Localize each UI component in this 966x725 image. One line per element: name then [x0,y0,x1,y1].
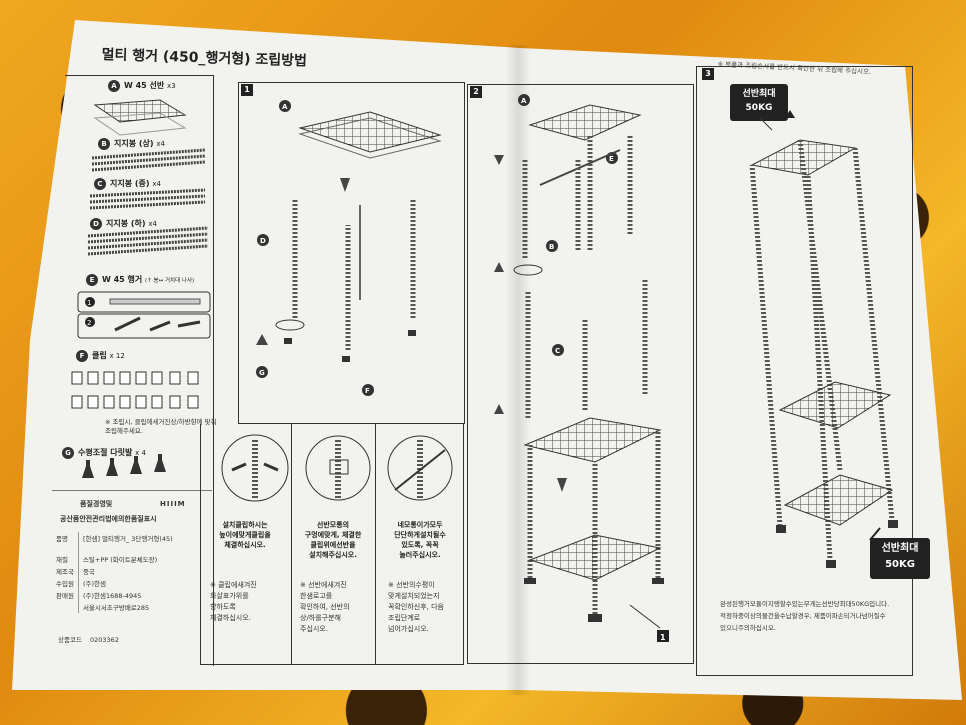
spec-value: 중국 [82,568,95,576]
spec-value: (주)한샘1688-4945 [82,592,142,600]
part-a-qty: x3 [167,82,176,90]
spec-brand: HIIIM [160,500,186,508]
parts-panel [65,75,214,666]
step-1-illustration: A D G F [256,100,442,396]
svg-text:B: B [549,243,554,251]
shelf-part-icon [93,99,187,136]
part-b-qty: x4 [156,140,165,148]
part-f-label: F 클립 x 12 [76,350,125,362]
part-e-badge: E [86,274,98,286]
detail-3-caption: 네모통이가모두 단단하게설치될수 있도록, 꼭꼭 눌러주십시오. [394,521,446,559]
spec-key [52,601,79,613]
svg-text:G: G [259,369,265,377]
part-d-name: 지지봉 (하) [106,219,146,228]
svg-text:A: A [282,103,288,111]
step-2-sub-number: 1 [660,633,666,642]
part-e-name: W 45 행거 [102,275,143,284]
part-c-label: C 지지봉 (중) x4 [94,178,161,190]
part-d-badge: D [90,218,102,230]
part-g-name: 수평조절 다릿발 [78,448,133,457]
part-b-badge: B [98,138,110,150]
spec-key: 판매원 [52,589,79,601]
table-row: 품명[한샘] 멀티행거_ 3단행거형(45) [52,532,177,544]
part-c-name: 지지봉 (중) [110,179,150,188]
detail-panel-3 [375,424,464,665]
svg-text:E: E [609,155,614,163]
part-f-qty: x 12 [109,352,125,360]
part-e-label: E W 45 행거 (↑ 봉↔ 거치대 나사) [86,274,194,286]
spec-header-2: 공산품안전관리법에의한품질표시 [60,515,157,523]
svg-text:C: C [555,347,560,355]
table-row: 수입원(주)한샘 [52,577,177,589]
spec-value: 서울시서초구방배로285 [82,604,150,612]
part-g-badge: G [62,447,74,459]
part-d-label: D 지지봉 (하) x4 [90,218,157,230]
detail-illustrations [221,434,453,502]
leveling-feet-icon [82,454,166,478]
step-3-illustration [749,110,898,568]
part-c-badge: C [94,178,106,190]
spec-value: [한샘] 멀티행거_ 3단행거형(45) [82,535,173,543]
step-3-panel [696,66,913,676]
detail-1-caption: 설치클립하시는 높이에맞게클립을 체결하십시오. [219,521,271,549]
detail-1-note: ※ 클립에새겨진 화살표가위를 향하도록 체결하십시오. [210,581,257,622]
part-d-qty: x4 [148,220,157,228]
spec-header-1: 품질경영및 [80,500,113,508]
step-1-panel [238,82,465,424]
part-b-name: 지지봉 (상) [114,139,154,148]
step-3-note: 완성된행거모듈이지탱할수있는무게는선반당최대50KG입니다. 적정하중이상의물건… [720,600,890,632]
rod-d-icon [87,226,209,256]
detail-2-caption: 선반모통의 구멍에맞게, 체결한 클립위에선반을 설치해주십시오. [304,521,362,559]
detail-panel-2 [290,424,376,665]
part-b-label: B 지지봉 (상) x4 [98,138,165,150]
spec-key: 품명 [52,532,79,544]
svg-text:2: 2 [87,319,91,327]
part-f-badge: F [76,350,88,362]
max-load-tag-bottom: 선반최대 50KG [870,538,930,579]
svg-text:F: F [365,387,370,395]
product-code: 0203362 [90,636,119,644]
part-e-qty: (↑ 봉↔ 거치대 나사) [145,278,195,284]
part-a-label: A W 45 선반 x3 [108,80,176,92]
part-a-name: W 45 선반 [124,81,165,90]
detail-2-note: ※ 선반에새겨진 한샘로고를 확인하여, 선반의 상/하를구분해 주십시오. [300,581,350,633]
spec-box [52,490,212,659]
spec-key: 재질 [52,544,79,565]
product-code-label: 상품코드 [58,636,82,644]
part-a-badge: A [108,80,120,92]
rod-b-icon [91,148,206,172]
spec-value: (주)한샘 [82,580,106,588]
step-2-sub-number-box [657,630,669,642]
part-g-qty: x 4 [135,449,146,457]
spec-key: 제조국 [52,565,79,577]
part-c-qty: x4 [152,180,161,188]
detail-panel-1 [200,424,292,665]
table-row: 판매원(주)한샘1688-4945 [52,589,177,601]
max-load-tag-top: 선반최대 50KG [730,84,788,121]
spec-value: 스틸+PP (화이트분체도장) [82,556,158,564]
rod-c-icon [89,188,206,210]
svg-text:1: 1 [87,299,91,307]
part-f-name: 클립 [92,351,107,360]
step-2-illustration: A E B C [494,94,664,629]
step-1-number: 1 [241,84,253,96]
detail-3-note: ※ 선반의수평이 맞게설치되었는지 꼭확인하신후, 다음 조립단계로 넘어가십시… [388,581,444,633]
step-3-number: 3 [702,68,714,80]
svg-text:A: A [521,97,527,105]
svg-text:D: D [260,237,266,245]
step-2-number: 2 [470,86,482,98]
spec-key: 수입원 [52,577,79,589]
table-row: 서울시서초구방배로285 [52,601,177,613]
hanger-part-icon: 1 2 [77,291,211,339]
part-f-note: ※ 조립시, 클립에세거진상/하방향에 맞춰 조립해주세요. [105,418,217,435]
part-g-label: G 수평조절 다릿발 x 4 [62,447,146,459]
clip-parts-icon [71,371,199,409]
step-2-panel [467,84,694,664]
